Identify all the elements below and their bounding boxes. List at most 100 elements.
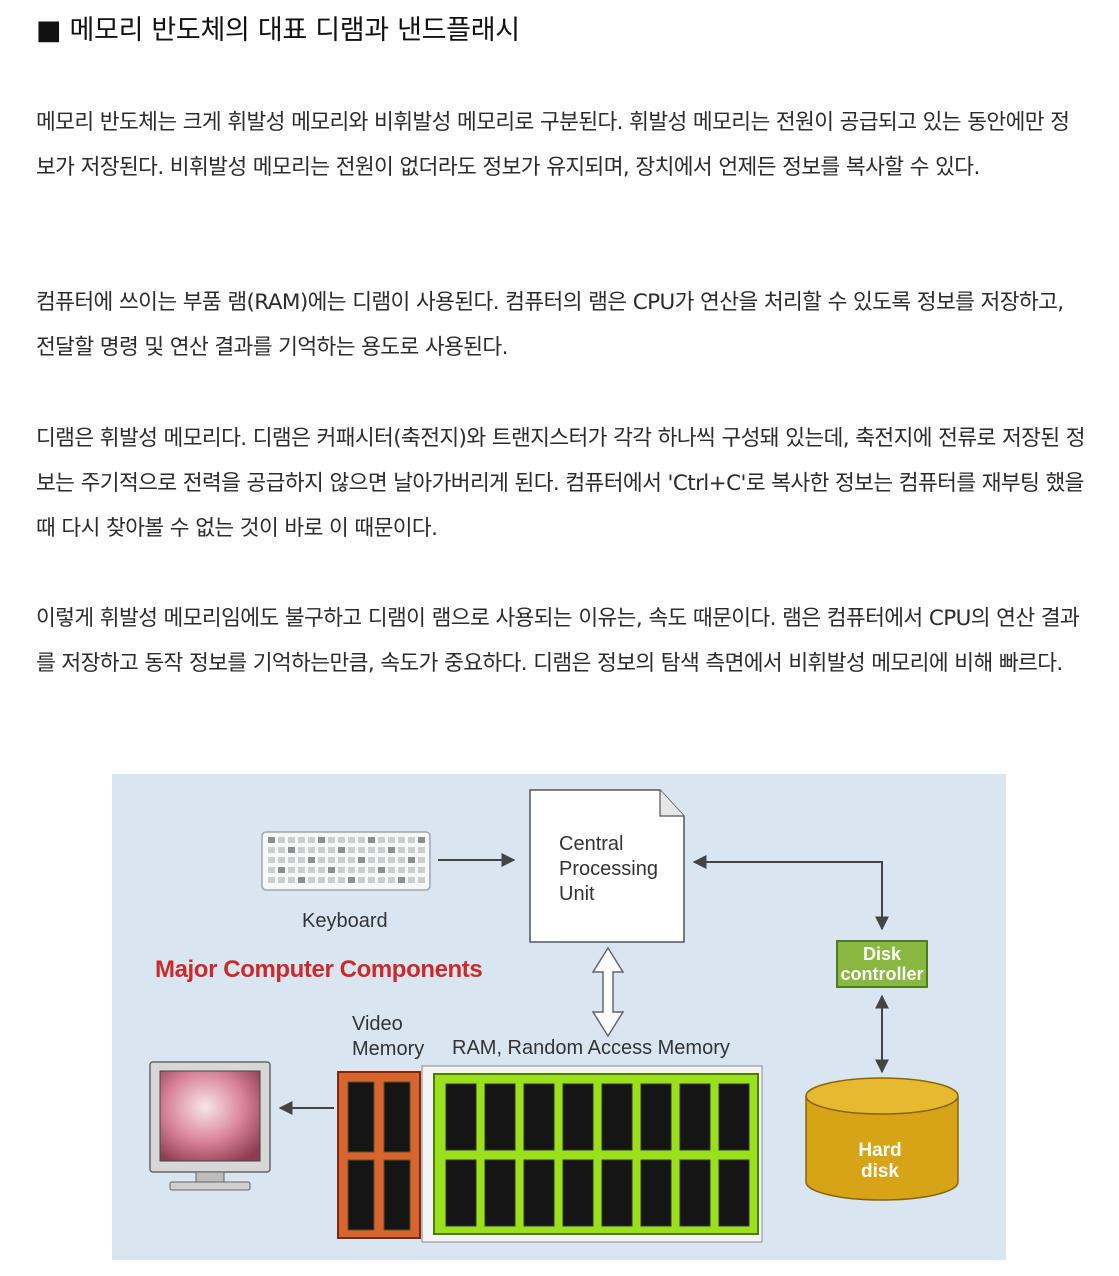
- keyboard-key: [298, 857, 305, 863]
- keyboard-key: [298, 847, 305, 853]
- ram-chip: [601, 1083, 633, 1151]
- keyboard-key: [418, 877, 425, 883]
- video-memory-chip: [347, 1159, 375, 1231]
- keyboard-key: [348, 837, 355, 843]
- cpu-ram-double-arrow: [591, 946, 625, 1038]
- keyboard-key: [388, 877, 395, 883]
- ram-label: RAM, Random Access Memory: [452, 1037, 730, 1059]
- keyboard-key: [388, 867, 395, 873]
- keyboard-key: [378, 857, 385, 863]
- ram-chip: [601, 1159, 633, 1227]
- hard-disk-icon: [805, 1077, 959, 1201]
- keyboard-key: [278, 877, 285, 883]
- keyboard-key: [418, 867, 425, 873]
- keyboard-key: [278, 847, 285, 853]
- keyboard-label: Keyboard: [302, 910, 388, 932]
- keyboard-key: [268, 847, 275, 853]
- keyboard-key: [348, 877, 355, 883]
- ram-chip: [562, 1159, 594, 1227]
- keyboard-key: [268, 867, 275, 873]
- keyboard-key: [408, 857, 415, 863]
- keyboard-key: [398, 837, 405, 843]
- keyboard-key: [398, 857, 405, 863]
- keyboard-key: [268, 877, 275, 883]
- keyboard-key: [388, 847, 395, 853]
- keyboard-key: [318, 877, 325, 883]
- ram-chip: [718, 1159, 750, 1227]
- video-memory-label: Video Memory: [352, 1013, 425, 1060]
- keyboard-key: [278, 857, 285, 863]
- keyboard-key: [328, 877, 335, 883]
- ram-chip: [718, 1083, 750, 1151]
- video-memory-chip: [347, 1081, 375, 1153]
- keyboard-key: [298, 877, 305, 883]
- keyboard-key: [408, 847, 415, 853]
- ram-chip: [523, 1083, 555, 1151]
- keyboard-key: [288, 877, 295, 883]
- section-heading: ■ 메모리 반도체의 대표 디램과 낸드플래시: [36, 15, 520, 46]
- keyboard-key: [388, 837, 395, 843]
- keyboard-key: [288, 857, 295, 863]
- ram-chip: [679, 1159, 711, 1227]
- keyboard-key: [348, 867, 355, 873]
- monitor-icon: [149, 1061, 271, 1191]
- video-memory-chip: [383, 1081, 411, 1153]
- diagram-graphics: [149, 789, 959, 1243]
- keyboard-key: [408, 837, 415, 843]
- keyboard-key: [298, 867, 305, 873]
- paragraph-dram-speed: 이렇게 휘발성 메모리임에도 불구하고 디램이 램으로 사용되는 이유는, 속도…: [36, 606, 1080, 676]
- keyboard-key: [308, 877, 315, 883]
- keyboard-key: [288, 837, 295, 843]
- ram-block: [421, 1065, 763, 1243]
- paragraph-dram-volatile: 디램은 휘발성 메모리다. 디램은 커패시터(축전지)와 트랜지스터가 각각 하…: [36, 426, 1086, 541]
- keyboard-icon: [261, 831, 431, 891]
- keyboard-key: [368, 857, 375, 863]
- ram-chip: [640, 1083, 672, 1151]
- paragraph-ram-usage: 컴퓨터에 쓰이는 부품 램(RAM)에는 디램이 사용된다. 컴퓨터의 램은 C…: [36, 290, 1064, 360]
- cpu-disk-arrow: [692, 855, 889, 931]
- keyboard-key: [338, 857, 345, 863]
- keyboard-key: [338, 877, 345, 883]
- keyboard-key: [318, 837, 325, 843]
- ram-chip: [679, 1083, 711, 1151]
- paragraph-volatile-memory: 메모리 반도체는 크게 휘발성 메모리와 비휘발성 메모리로 구분된다. 휘발성…: [36, 110, 1070, 180]
- keyboard-key: [348, 847, 355, 853]
- keyboard-key: [378, 847, 385, 853]
- keyboard-key: [368, 847, 375, 853]
- disk-controller-label: Disk controller: [840, 944, 924, 984]
- ram-chip: [484, 1083, 516, 1151]
- keyboard-key: [398, 847, 405, 853]
- keyboard-key: [378, 837, 385, 843]
- video-memory-block: [337, 1071, 421, 1239]
- keyboard-key: [408, 867, 415, 873]
- keyboard-key: [358, 867, 365, 873]
- keyboard-key: [348, 857, 355, 863]
- keyboard-key: [358, 877, 365, 883]
- keyboard-key: [338, 847, 345, 853]
- keyboard-key: [318, 857, 325, 863]
- keyboard-key: [368, 837, 375, 843]
- keyboard-key: [328, 857, 335, 863]
- keyboard-key: [398, 877, 405, 883]
- keyboard-key: [288, 847, 295, 853]
- keyboard-key: [288, 867, 295, 873]
- ram-chip: [562, 1083, 594, 1151]
- ram-chip: [484, 1159, 516, 1227]
- keyboard-key: [418, 847, 425, 853]
- computer-components-diagram: Central Processing Unit Keyboard Major C…: [112, 774, 1006, 1260]
- keyboard-key: [358, 847, 365, 853]
- keyboard-key: [268, 857, 275, 863]
- keyboard-key: [298, 837, 305, 843]
- diagram-title: Major Computer Components: [155, 956, 483, 983]
- ram-chip: [523, 1159, 555, 1227]
- cpu-box: [529, 789, 685, 943]
- keyboard-key: [308, 867, 315, 873]
- keyboard-key: [278, 867, 285, 873]
- hard-disk-label: Hard disk: [858, 1140, 902, 1182]
- keyboard-key: [368, 867, 375, 873]
- keyboard-key: [308, 857, 315, 863]
- keyboard-key: [308, 847, 315, 853]
- keyboard-key: [338, 837, 345, 843]
- ram-chip: [445, 1083, 477, 1151]
- keyboard-key: [388, 857, 395, 863]
